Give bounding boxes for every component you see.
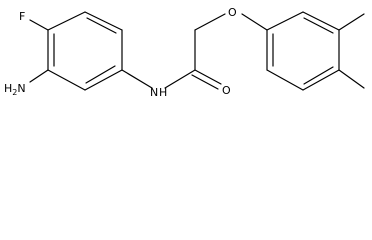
atom-amide-hydrogen: H (159, 86, 167, 99)
atom-fluorine: F (19, 10, 25, 23)
double-bond-inner (85, 65, 116, 84)
bond (302, 69, 340, 91)
bond-o-ring (241, 13, 268, 31)
bond-c-nh2 (29, 69, 49, 83)
right-aromatic-ring (266, 11, 340, 91)
bond-ring-nh (121, 69, 153, 89)
bond (84, 11, 123, 31)
amino-h: H (4, 82, 12, 95)
molecule-structure: F H2N N H O O (4, 6, 365, 99)
atom-ether-oxygen: O (228, 6, 237, 19)
bond-nh-carbonyl (164, 69, 196, 89)
methyl-bond-lower (338, 69, 365, 89)
amino-n: N (17, 82, 25, 95)
bond-c-o-double-1 (194, 69, 222, 85)
left-aromatic-ring (47, 11, 123, 91)
bond (266, 69, 304, 91)
methyl-bond-upper (338, 13, 365, 31)
bond-ch2-o (194, 13, 226, 31)
bond (47, 69, 86, 91)
atom-carbonyl-oxygen: O (222, 84, 231, 97)
double-bond-inner (303, 66, 334, 85)
atom-amino-group: H2N (4, 82, 26, 97)
bond (47, 11, 86, 31)
atom-amide-nitrogen: N (150, 86, 158, 99)
double-bond-inner (86, 17, 117, 34)
bond-c-o-double-2 (191, 74, 219, 90)
bond-c-f (29, 19, 49, 31)
bond (84, 69, 123, 91)
double-bond-inner (303, 17, 334, 34)
amino-subscript: 2 (12, 88, 17, 97)
bond (302, 11, 340, 31)
bond (266, 11, 304, 31)
